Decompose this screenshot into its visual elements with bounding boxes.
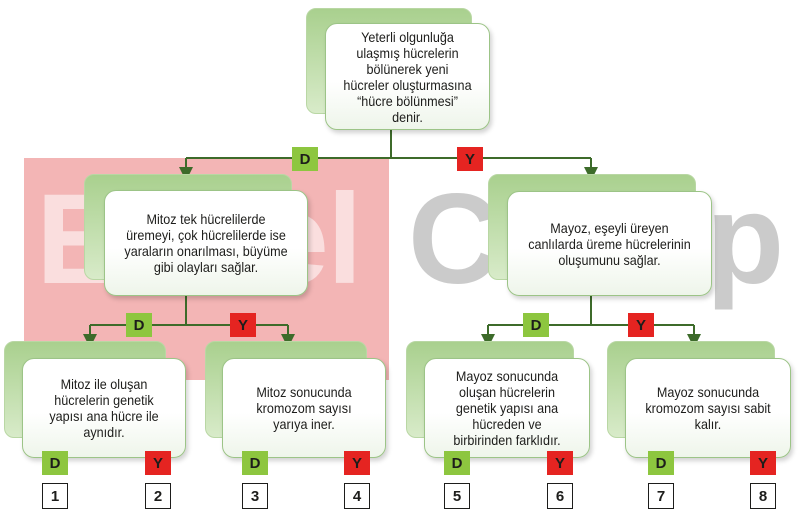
mayoz-node: Mayoz, eşeyli üreyen canlılarda üreme hü… [507,191,712,296]
leaf1-text: Mitoz ile oluşan hücrelerin genetik yapı… [49,376,159,440]
exit-box-1: 1 [42,483,68,509]
badge-d-mitoz: D [126,313,152,337]
leaf2-node: Mitoz sonucunda kromozom sayısı yarıya i… [222,358,386,458]
exit-box-3: 3 [242,483,268,509]
badge-d-leaf3: D [444,451,470,475]
leaf3-text: Mayoz sonucunda oluşan hücrelerin geneti… [453,368,561,448]
leaf3-node: Mayoz sonucunda oluşan hücrelerin geneti… [424,358,590,458]
leaf4-text: Mayoz sonucunda kromozom sayısı sabit ka… [645,384,771,432]
mitoz-node-text: Mitoz tek hücrelilerde üremeyi, çok hücr… [124,211,288,275]
badge-d-mayoz: D [523,313,549,337]
badge-y-leaf2: Y [344,451,370,475]
exit-box-4: 4 [344,483,370,509]
badge-y-leaf3: Y [547,451,573,475]
badge-d-leaf4: D [648,451,674,475]
leaf4-node: Mayoz sonucunda kromozom sayısı sabit ka… [625,358,791,458]
badge-y-leaf1: Y [145,451,171,475]
badge-y-root: Y [457,147,483,171]
badge-y-leaf4: Y [750,451,776,475]
leaf1-node: Mitoz ile oluşan hücrelerin genetik yapı… [22,358,186,458]
badge-d-leaf1: D [42,451,68,475]
badge-y-mayoz: Y [628,313,654,337]
exit-box-6: 6 [547,483,573,509]
badge-d-leaf2: D [242,451,268,475]
leaf2-text: Mitoz sonucunda kromozom sayısı yarıya i… [256,384,352,432]
root-node-text: Yeterli olgunluğa ulaşmış hücrelerin böl… [343,28,472,125]
exit-box-7: 7 [648,483,674,509]
exit-box-8: 8 [750,483,776,509]
mitoz-node: Mitoz tek hücrelilerde üremeyi, çok hücr… [104,190,308,296]
exit-box-5: 5 [444,483,470,509]
mayoz-node-text: Mayoz, eşeyli üreyen canlılarda üreme hü… [528,219,691,268]
badge-y-mitoz: Y [230,313,256,337]
exit-box-2: 2 [145,483,171,509]
badge-d-root: D [292,147,318,171]
root-node: Yeterli olgunluğa ulaşmış hücrelerin böl… [325,23,490,130]
